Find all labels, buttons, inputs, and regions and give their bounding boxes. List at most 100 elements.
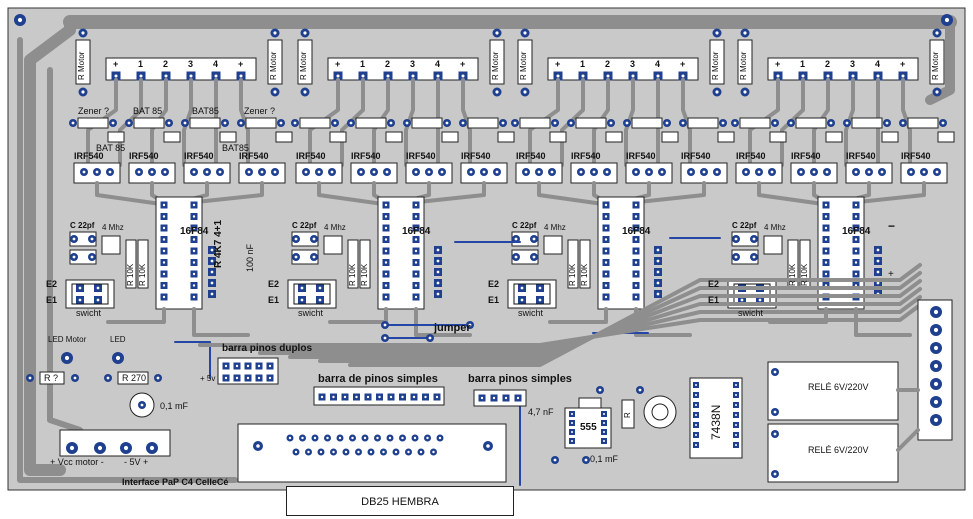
jumper-label: jumper: [434, 322, 471, 334]
channel-4-mcu-pin-l-5-hole: [824, 261, 828, 264]
channel-1-mosfet-pad-s-1-hole: [163, 170, 167, 174]
cap-47nf-label: 4,7 nF: [528, 407, 554, 417]
channel-1-e2-label: E2: [46, 279, 58, 289]
channel-4-mcu-pin-l-2-hole: [824, 226, 828, 230]
channel-3-mcu-pin-r-1-hole: [634, 215, 638, 218]
db25-pin-row2-6-hole: [369, 450, 373, 454]
channel-3-sw-pad-1-hole: [520, 286, 524, 290]
channel-4-connector-label-4: 4: [875, 59, 881, 69]
channel-3-motor-resistor-label: R Motor: [519, 51, 528, 80]
channel-3-motor-res-pad-b-hole: [523, 90, 527, 94]
r270-pad-a-hole: [106, 376, 110, 380]
channel-4-motor-res2-pad-a-hole: [935, 31, 939, 35]
channel-3-diode-b-1: [605, 131, 623, 143]
channel-3-side-header-2-hole: [656, 270, 660, 274]
ic7438-pin-r-1-hole: [734, 393, 738, 397]
channel-1-mcu-pin-l-1-hole: [162, 215, 166, 218]
channel-3-mosfet-pad-d-2-hole: [647, 170, 651, 174]
channel-4-bottom-trace-b: [854, 307, 912, 337]
channel-3-bottom-trace-a: [548, 307, 608, 324]
db25-pin-row2-3-hole: [332, 450, 335, 454]
db25-pin-row2-0-hole: [294, 450, 298, 454]
channel-2-mcu-pin-r-1-hole: [414, 215, 418, 218]
channel-1-diode-b-3: [275, 131, 293, 143]
channel-3-connector-pad-3-hole: [631, 74, 635, 78]
channel-4-mcu-pin-r-4-hole: [854, 249, 858, 253]
channel-4-mosfet-pad-s-1-hole: [825, 170, 829, 174]
channel-1-diode-pad-b-1-hole: [167, 121, 171, 125]
channel-1-motor-resistor: [75, 39, 91, 85]
r-label: R: [623, 412, 632, 418]
channel-1-mosfet-pad-g-2-hole: [192, 170, 196, 174]
channel-2-mcu-pin-l-5-hole: [384, 261, 388, 264]
channel-2-diode-b-3: [497, 131, 515, 143]
channel-1-diode-pad-b-2-hole: [223, 121, 227, 125]
channel-3-mosfet-pad-g-1-hole: [579, 170, 583, 174]
dbl-pin-b-3-hole: [257, 376, 261, 380]
dbl-pin-a-0-hole: [224, 364, 228, 368]
channel-2-mcu-pin-r-0-hole: [414, 203, 418, 207]
channel-4-mosfet-pad-g-2-hole: [854, 170, 858, 174]
db25-pin-row2-11-hole: [432, 450, 435, 454]
channel-4-motor-resistor-2: [929, 39, 945, 85]
dbl-pin-a-1-hole: [235, 364, 239, 368]
channel-1-mcu-pin-l-5-hole: [162, 261, 166, 264]
channel-1-crystal: [101, 235, 121, 255]
channel-3-diode-0: [519, 117, 551, 129]
channel-1-motor-res-pad-b-hole: [81, 90, 85, 94]
channel-2-diode-b-0: [329, 131, 347, 143]
channel-4-cap-label: C 22pf: [732, 221, 757, 230]
led-motor-pad-hole: [64, 355, 70, 361]
channel-1-diode-pad-a-2-hole: [183, 121, 187, 125]
ic7438-pin-r-3-hole: [734, 413, 738, 417]
channel-4-connector-pad-2-hole: [826, 74, 830, 78]
resistor-r-q: [39, 371, 65, 385]
channel-1-mosfet-pad-g-3-hole: [247, 170, 251, 174]
db25-pin-row1-10-hole: [413, 436, 417, 440]
channel-4-sw-pad-4-hole: [758, 298, 762, 302]
channel-1-diode-3: [245, 117, 277, 129]
channel-1-diode-b-1: [163, 131, 181, 143]
channel-3-mcu-pin-l-5-hole: [604, 261, 608, 264]
channel-4-mcu-pin-r-0-hole: [854, 203, 858, 207]
channel-3-mosfet-pad-s-3-hole: [715, 170, 719, 174]
r-q-label: R ?: [44, 373, 59, 383]
channel-3-cap-pad-a-hole: [514, 237, 518, 241]
channel-2-diode-pad-b-2-hole: [445, 121, 449, 125]
channel-2-side-header-1-hole: [436, 259, 440, 263]
channel-2-crystal: [323, 235, 343, 255]
channel-1-r10k-a-label: R 10K: [126, 263, 135, 286]
channel-4-diode-pad-a-1-hole: [789, 121, 793, 125]
channel-1-motor-res2-pad-b-hole: [273, 90, 277, 94]
ic7438-pin-l-3-hole: [694, 413, 698, 417]
channel-2-mosfet-pad-d-2-hole: [427, 170, 431, 174]
db25-pin-row2-2-hole: [319, 450, 323, 454]
channel-4-e1-label: E1: [708, 295, 720, 305]
channel-3-side-header-0-hole: [656, 248, 660, 252]
channel-1-connector-pad-3-hole: [189, 74, 193, 78]
channel-3-mcu-pin-r-7-hole: [634, 284, 638, 287]
channel-2-diode-pad-a-2-hole: [405, 121, 409, 125]
channel-1-mosfet-label-1: IRF540: [129, 151, 159, 161]
channel-4-mosfet-pad-s-0-hole: [770, 170, 774, 174]
power-terminal-pad-2-hole: [123, 445, 129, 451]
channel-3-diode-pad-b-3-hole: [721, 121, 725, 125]
channel-1-mcu-pin-l-7-hole: [162, 284, 166, 287]
channel-1-mcu-pin-l-8-hole: [162, 295, 166, 299]
channel-3-side-header-1-hole: [656, 259, 660, 263]
channel-4-mosfet-pad-g-3-hole: [909, 170, 913, 174]
led-pad-hole: [115, 355, 121, 361]
output-terminal-pad-1-hole: [933, 327, 939, 333]
zener-2-label: Zener ?: [244, 106, 276, 116]
channel-3-mcu-pin-l-7-hole: [604, 284, 608, 287]
dbl-pin-a-4-hole: [268, 364, 272, 368]
channel-3-mcu-pin-r-6-hole: [634, 272, 638, 276]
r270-label: R 270: [122, 373, 147, 383]
channel-1-bottom-trace-b: [192, 307, 250, 337]
channel-3-mcu-pin-r-8-hole: [634, 295, 638, 299]
channel-4-diode-0: [739, 117, 771, 129]
channel-2-side-header-2-hole: [436, 270, 440, 274]
cap-100nf-label: 100 nF: [245, 243, 255, 272]
channel-2-mcu-pin-l-2-hole: [384, 226, 388, 230]
single-pin-short-1-hole: [492, 396, 496, 400]
